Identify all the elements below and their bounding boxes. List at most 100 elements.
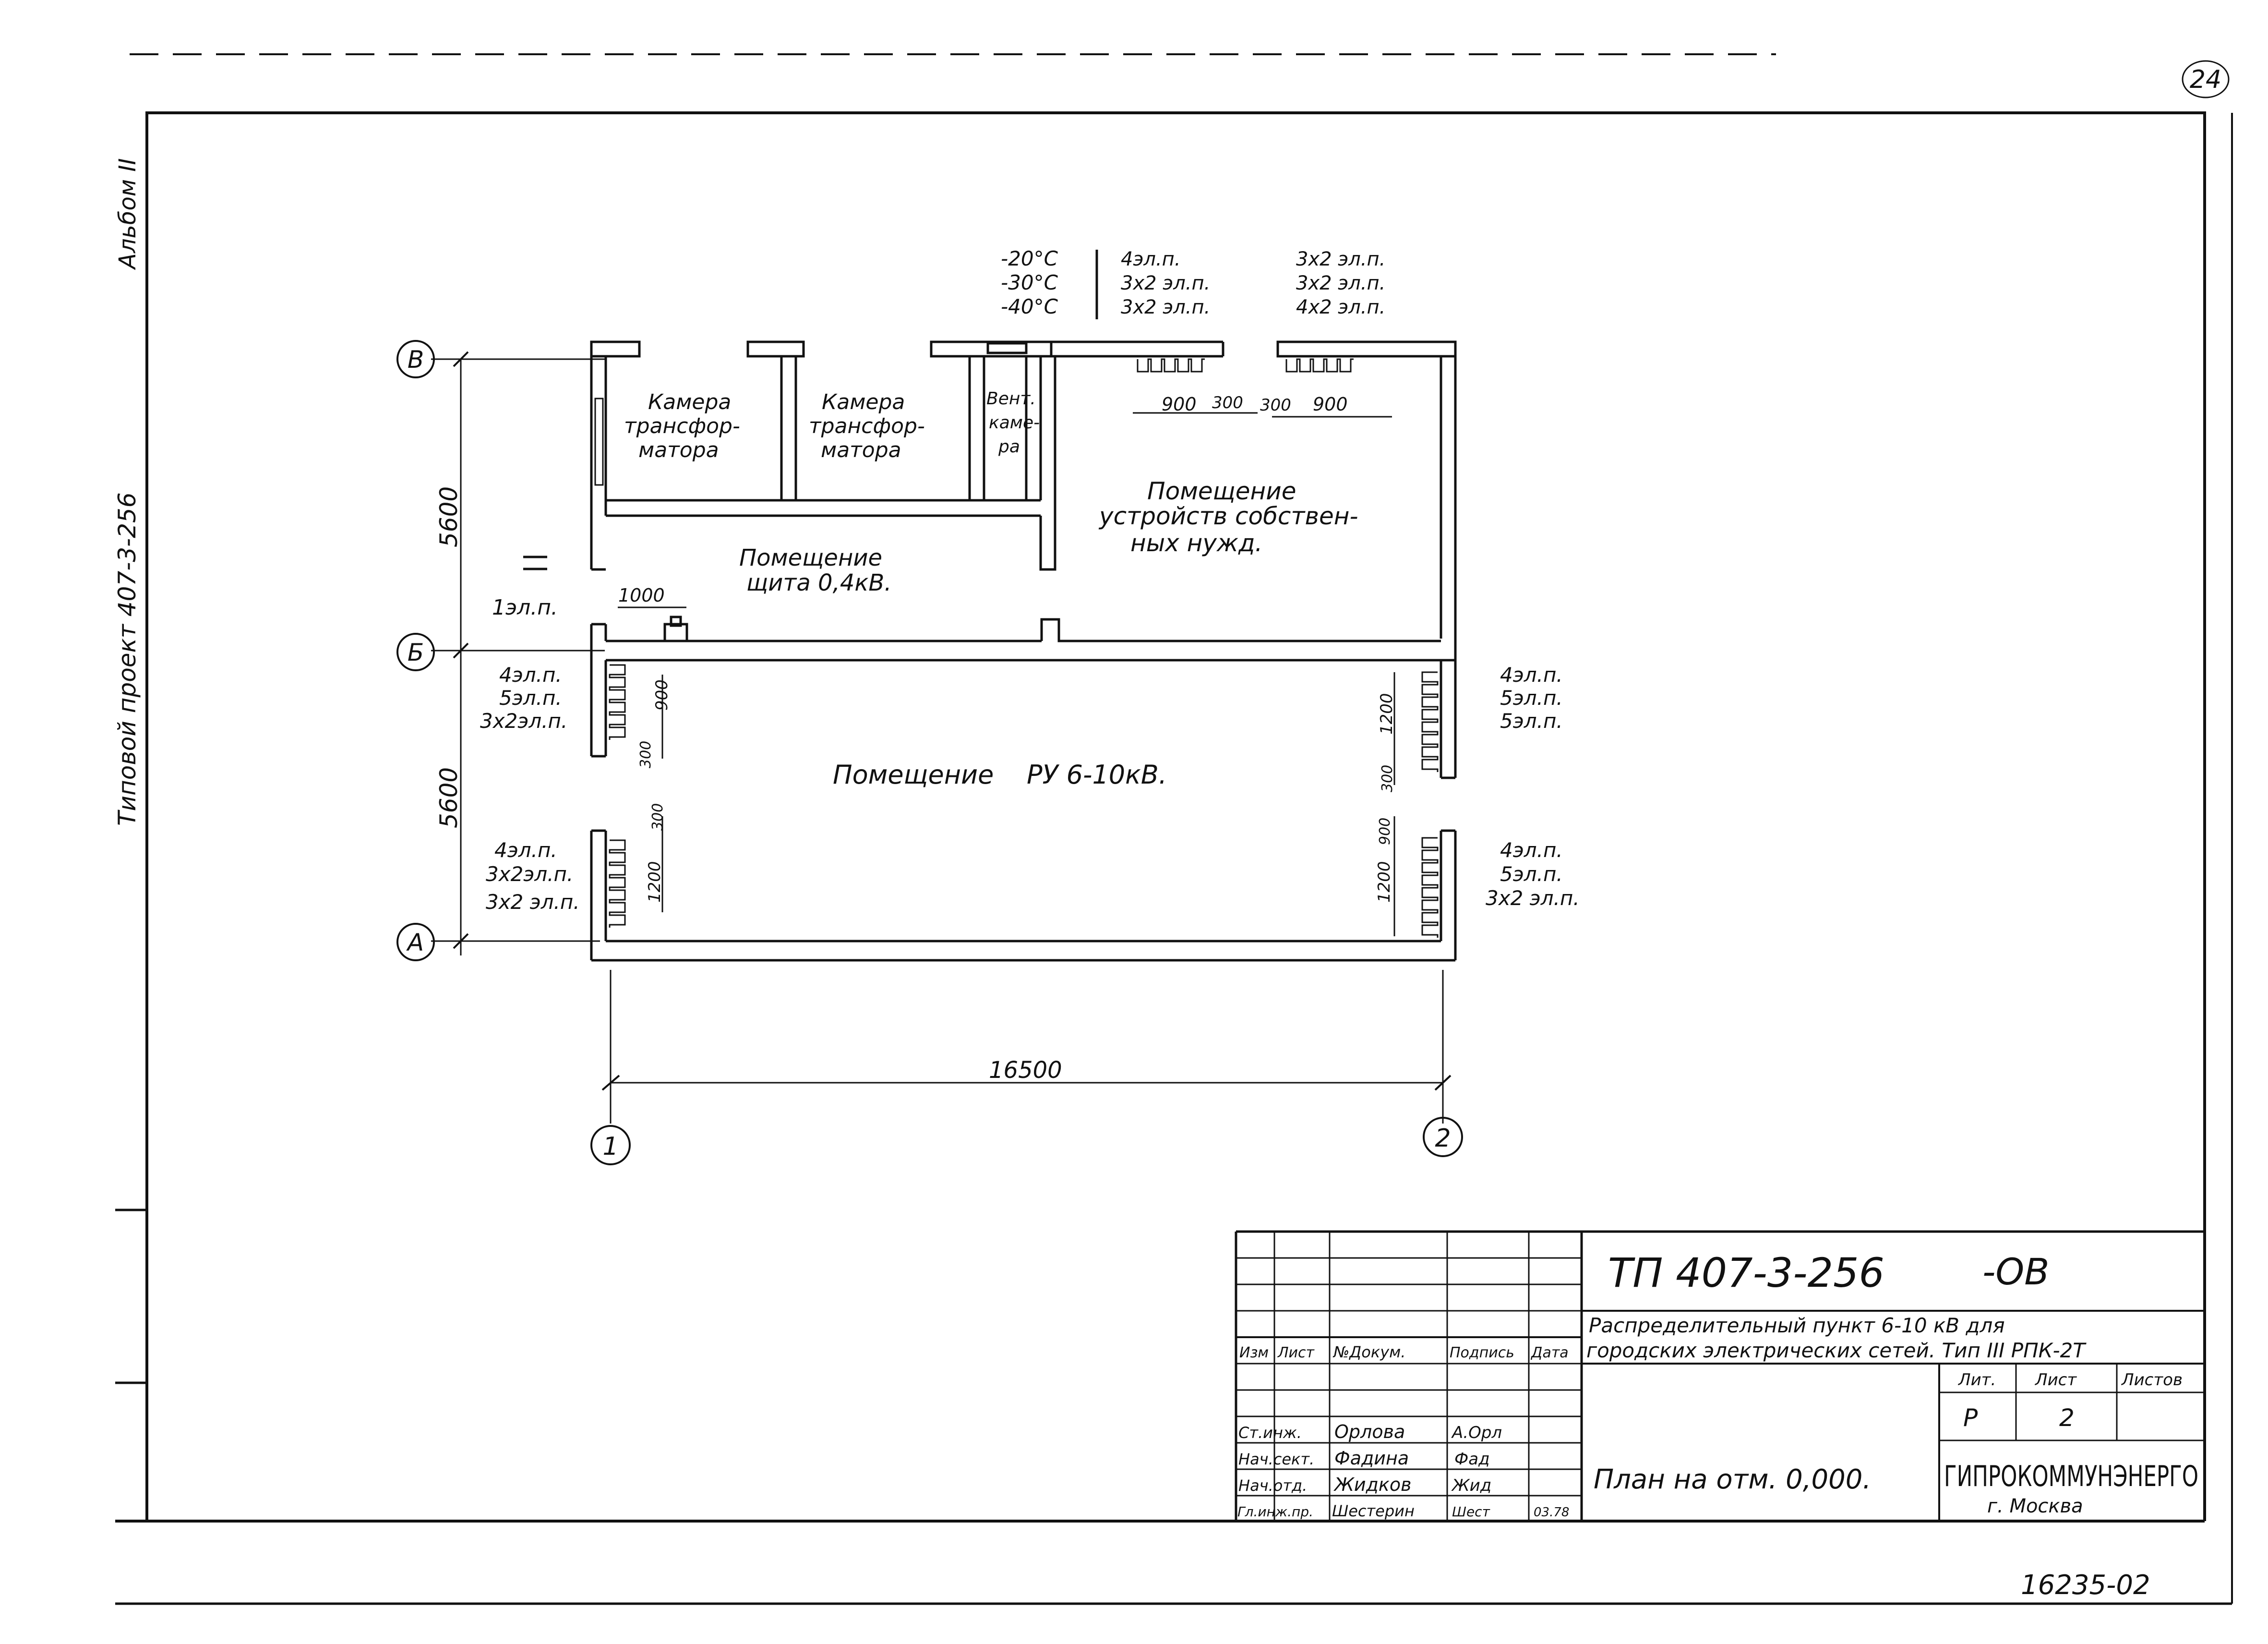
room-ru: Помещение РУ 6-10кВ. — [833, 760, 1167, 790]
svg-text:900: 900 — [1377, 818, 1393, 845]
svg-text:2: 2 — [1435, 1124, 1451, 1153]
svg-text:Подпись: Подпись — [1450, 1344, 1514, 1361]
svg-text:Дата: Дата — [1530, 1344, 1569, 1361]
svg-text:1200: 1200 — [645, 861, 664, 903]
svg-text:5эл.п.: 5эл.п. — [499, 686, 562, 710]
svg-text:Жид: Жид — [1451, 1476, 1491, 1495]
svg-text:каме-: каме- — [989, 413, 1040, 433]
svg-text:Нач.отд.: Нач.отд. — [1238, 1476, 1307, 1495]
dim-ba: 5600 — [435, 767, 463, 828]
svg-text:ра: ра — [998, 437, 1020, 457]
radiator-symbol — [1285, 358, 1354, 373]
svg-text:А.Орл: А.Орл — [1451, 1423, 1502, 1442]
album-label: Альбом II — [114, 158, 141, 270]
svg-text:трансфор-: трансфор- — [624, 414, 740, 438]
doc-code: ТП 407-3-256 — [1608, 1249, 1884, 1296]
title-block: ТП 407-3-256 -ОВ Распределительный пункт… — [1235, 1230, 2205, 1521]
svg-text:3х2 эл.п.: 3х2 эл.п. — [1296, 272, 1385, 294]
room-vent: Вент. — [986, 389, 1036, 409]
svg-text:3х2 эл.п.: 3х2 эл.п. — [1121, 296, 1210, 318]
doc-title-line1: Распределительный пункт 6-10 кВ для — [1589, 1314, 2005, 1337]
temperature-legend: -20°С -30°С -40°С 4эл.п. 3х2 эл.п. 3х2 э… — [1001, 247, 1385, 319]
axis-bubble-a: А — [396, 923, 435, 961]
svg-text:3х2 эл.п.: 3х2 эл.п. — [486, 890, 580, 914]
side-project-label: Типовой проект 407-3-256 — [113, 492, 141, 826]
svg-text:3х2 эл.п.: 3х2 эл.п. — [1296, 248, 1385, 270]
svg-text:Шест: Шест — [1452, 1504, 1490, 1520]
svg-text:Шестерин: Шестерин — [1332, 1502, 1415, 1520]
heater-labels: 1эл.п. 4эл.п. 5эл.п. 3х2эл.п. 4эл.п. 3х2… — [480, 556, 1580, 914]
svg-text:5эл.п.: 5эл.п. — [1500, 686, 1563, 710]
svg-text:03.78: 03.78 — [1534, 1505, 1569, 1520]
doc-suffix: -ОВ — [1982, 1250, 2049, 1293]
building-walls — [590, 340, 1457, 962]
svg-text:900: 900 — [1162, 394, 1197, 415]
radiator-symbol — [1421, 671, 1439, 772]
svg-text:4х2 эл.п.: 4х2 эл.п. — [1296, 296, 1385, 318]
svg-text:-40°С: -40°С — [1001, 295, 1058, 318]
bottom-code: 16235-02 — [2021, 1570, 2150, 1601]
doc-title-line2: городских электрических сетей. Тип III Р… — [1586, 1339, 2087, 1362]
dim-12: 16500 — [989, 1057, 1062, 1084]
svg-text:Б: Б — [408, 639, 424, 666]
svg-text:Фадина: Фадина — [1334, 1448, 1409, 1469]
svg-text:Листов: Листов — [2121, 1370, 2183, 1390]
svg-text:3х2 эл.п.: 3х2 эл.п. — [1486, 886, 1580, 910]
svg-text:В: В — [408, 346, 424, 374]
svg-text:1200: 1200 — [1377, 693, 1396, 735]
svg-text:5600: 5600 — [435, 486, 463, 547]
sheet-number: 24 — [2190, 65, 2221, 94]
svg-text:1эл.п.: 1эл.п. — [492, 595, 558, 620]
dim-vb: 5600 — [435, 486, 463, 547]
city: г. Москва — [1987, 1495, 2083, 1517]
room-aux: Помещение — [1147, 477, 1296, 505]
svg-text:устройств собствен-: устройств собствен- — [1098, 502, 1358, 530]
svg-text:Нач.сект.: Нач.сект. — [1238, 1450, 1314, 1468]
svg-text:300: 300 — [1212, 393, 1243, 412]
svg-text:900: 900 — [1313, 394, 1348, 415]
svg-text:матора: матора — [638, 438, 719, 462]
organization: ГИПРОКОММУНЭНЕРГО — [1944, 1460, 2198, 1493]
svg-text:3х2эл.п.: 3х2эл.п. — [486, 862, 573, 886]
svg-text:№Докум.: №Докум. — [1332, 1343, 1405, 1361]
svg-text:4эл.п.: 4эл.п. — [499, 663, 562, 687]
svg-text:Жидков: Жидков — [1333, 1474, 1412, 1495]
sheet-title: План на отм. 0,000. — [1594, 1464, 1871, 1495]
room-transformer-2: Камера — [822, 390, 905, 414]
svg-text:300: 300 — [649, 803, 666, 831]
svg-text:Альбом II: Альбом II — [114, 158, 141, 270]
radiator-symbol — [1137, 358, 1205, 373]
radiator-group — [609, 358, 1439, 938]
svg-text:-30°С: -30°С — [1001, 271, 1058, 294]
svg-text:300: 300 — [637, 741, 654, 768]
svg-text:Орлова: Орлова — [1334, 1421, 1405, 1442]
svg-text:Лист: Лист — [2034, 1370, 2077, 1390]
radiator-symbol — [609, 664, 626, 740]
axis-bubble-v: В — [396, 340, 435, 378]
svg-text:1000: 1000 — [618, 585, 665, 606]
room-shield: Помещение — [739, 544, 882, 571]
svg-text:Изм: Изм — [1239, 1344, 1269, 1361]
svg-text:матора: матора — [821, 438, 901, 462]
svg-text:Типовой проект 407-3-256: Типовой проект 407-3-256 — [113, 492, 141, 826]
svg-text:2: 2 — [2059, 1404, 2075, 1432]
axis-bubble-1: 1 — [590, 1125, 631, 1165]
svg-text:щита 0,4кВ.: щита 0,4кВ. — [746, 569, 892, 596]
svg-text:-20°С: -20°С — [1001, 247, 1058, 270]
svg-text:А: А — [406, 929, 424, 956]
room-labels: Камера трансфор- матора Камера трансфор-… — [624, 389, 1358, 790]
svg-text:300: 300 — [1379, 765, 1396, 792]
svg-text:1200: 1200 — [1375, 861, 1394, 903]
sheet-number-mark: 24 — [2182, 60, 2230, 98]
svg-text:4эл.п.: 4эл.п. — [494, 838, 557, 862]
radiator-symbol — [1421, 837, 1439, 938]
svg-text:Фад: Фад — [1454, 1450, 1490, 1469]
svg-text:3х2эл.п.: 3х2эл.п. — [480, 709, 567, 733]
svg-text:Лист: Лист — [1277, 1344, 1315, 1361]
svg-text:4эл.п.: 4эл.п. — [1500, 663, 1563, 687]
svg-text:Ст.инж.: Ст.инж. — [1238, 1424, 1302, 1442]
svg-text:трансфор-: трансфор- — [809, 414, 925, 438]
axis-bubble-b: Б — [396, 633, 435, 671]
svg-text:Лит.: Лит. — [1957, 1370, 1996, 1390]
